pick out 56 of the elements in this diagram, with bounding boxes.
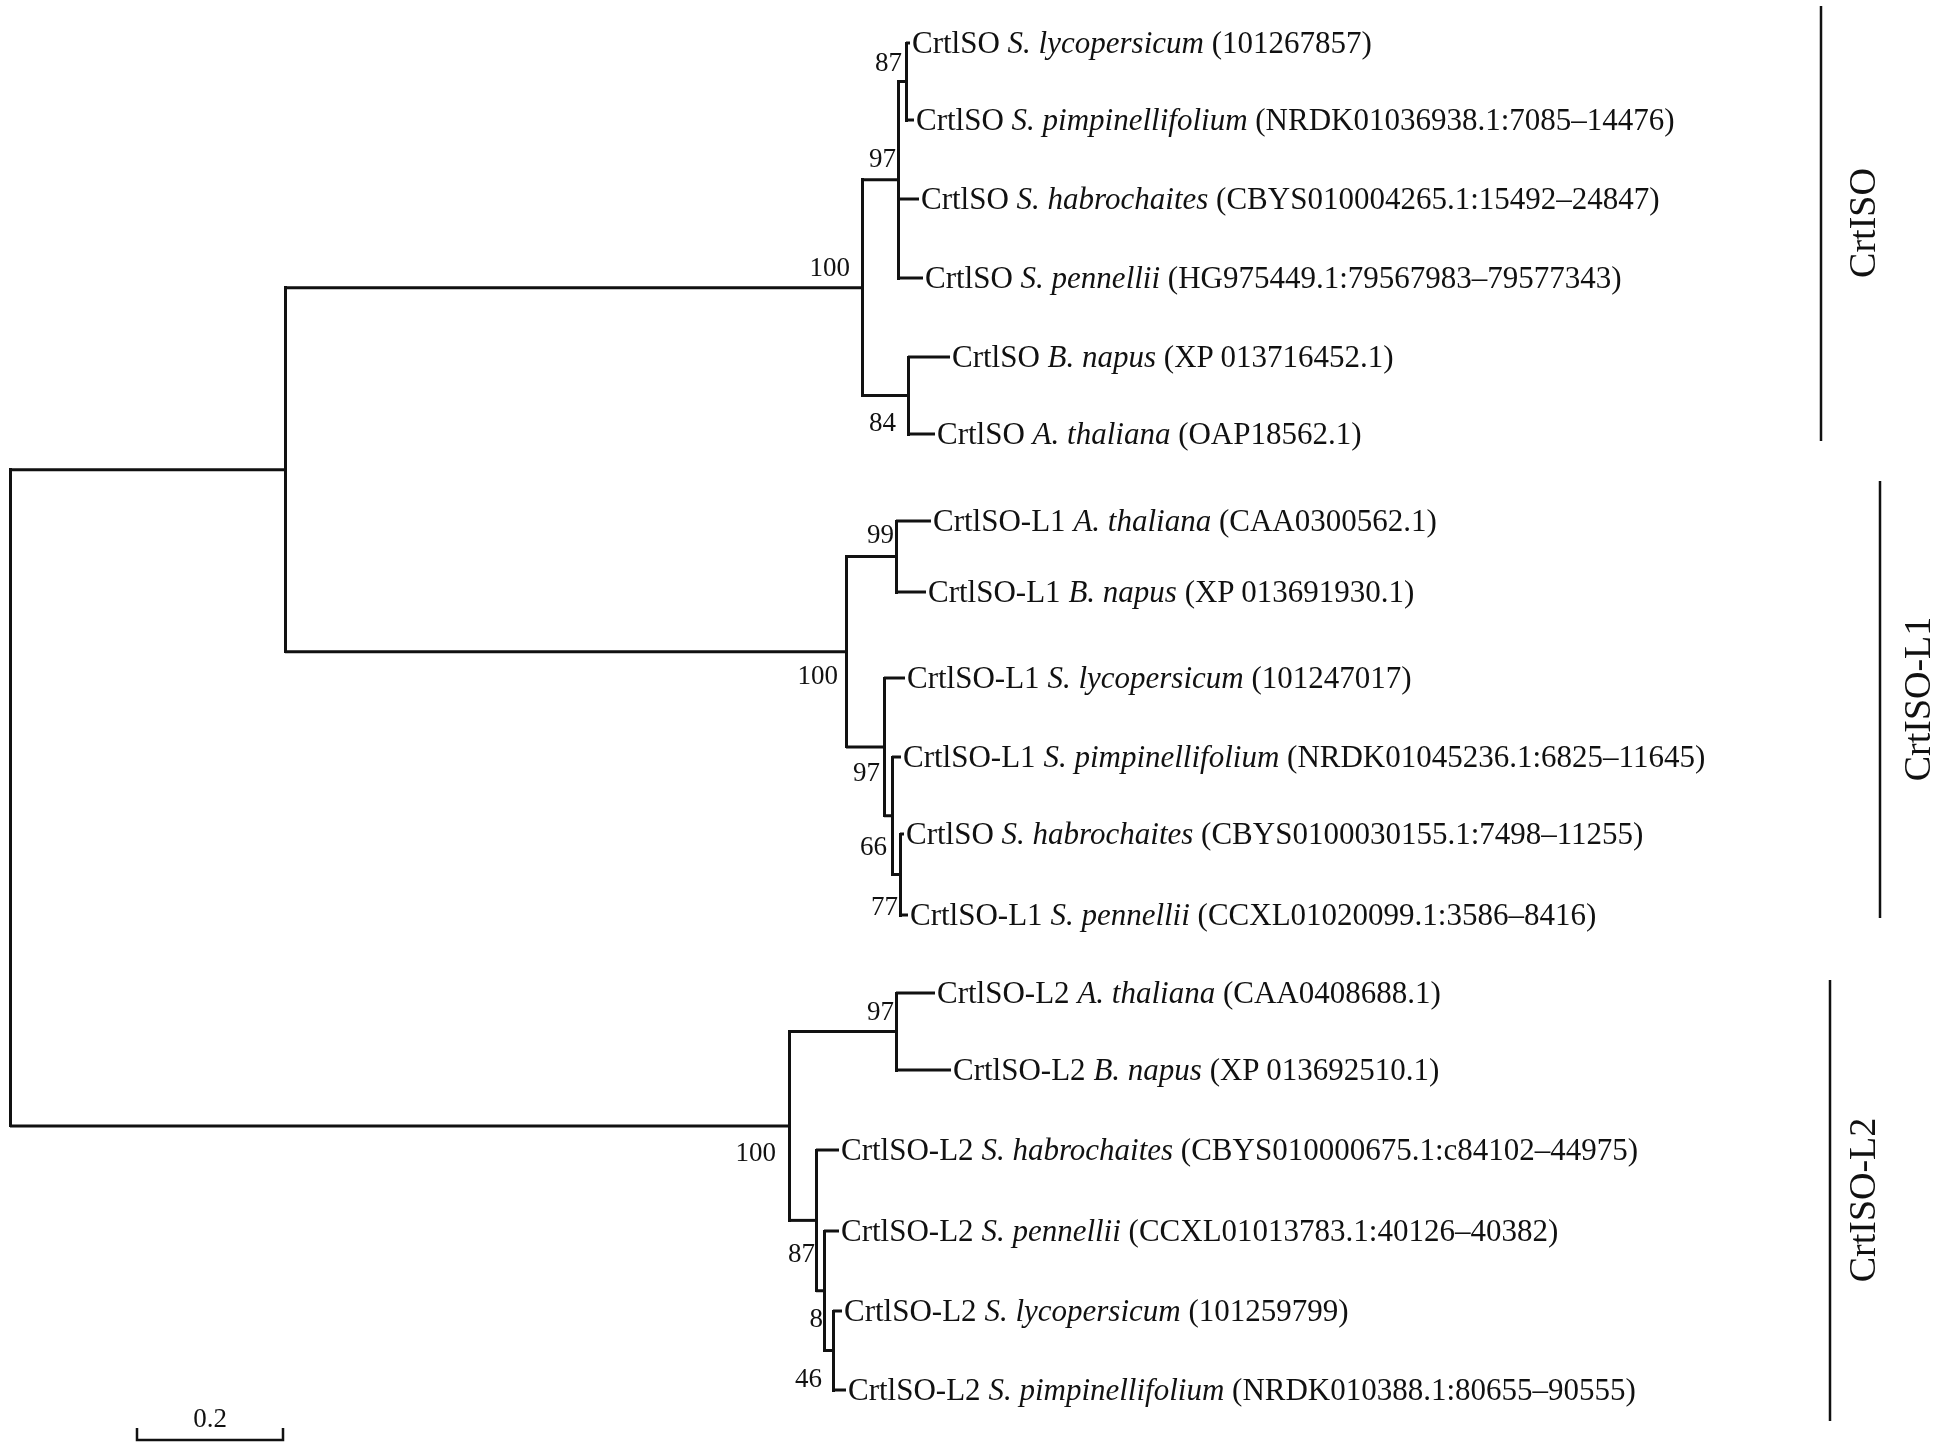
tree-branch (908, 432, 935, 436)
tree-branch (896, 1068, 951, 1072)
tree-branch (896, 519, 931, 523)
bootstrap-value: 87 (875, 47, 902, 77)
bootstrap-value: 97 (853, 757, 880, 787)
bootstrap-value: 100 (809, 252, 850, 282)
tree-branch (10, 468, 285, 472)
taxon-label: CrtlSO-L1 S. lycopersicum (101247017) (907, 659, 1412, 697)
clade-label: CrtISO-L1 (1896, 616, 1938, 782)
tree-branch (846, 745, 884, 749)
tree-branch (908, 355, 950, 359)
taxon-label: CrtlSO S. pennellii (HG975449.1:79567983–79577343) (925, 259, 1622, 297)
bootstrap-value: 99 (867, 519, 894, 549)
bootstrap-value: 8 (809, 1303, 823, 1333)
taxon-label: CrtlSO-L1 B. napus (XP 013691930.1) (928, 573, 1415, 611)
taxon-label: CrtlSO-L1 S. pennellii (CCXL01020099.1:3586–8416) (910, 896, 1597, 934)
taxon-label: CrtlSO-L1 A. thaliana (CAA0300562.1) (933, 502, 1437, 540)
tree-branch (285, 286, 862, 290)
tree-branch (789, 1218, 816, 1222)
tree-branch (896, 991, 935, 995)
bootstrap-value: 77 (871, 891, 898, 921)
bootstrap-value: 100 (735, 1137, 776, 1167)
taxon-label: CrtlSO S. habrochaites (CBYS010004265.1:15492–24847) (921, 180, 1660, 218)
taxon-label: CrtlSO S. lycopersicum (101267857) (912, 24, 1372, 62)
tree-branch (862, 394, 908, 397)
taxon-label: CrtlSO-L2 B. napus (XP 013692510.1) (953, 1051, 1440, 1089)
taxon-label: CrtlSO A. thaliana (OAP18562.1) (937, 415, 1362, 453)
tree-branch (884, 676, 905, 680)
taxon-label: CrtlSO-L2 A. thaliana (CAA0408688.1) (937, 974, 1441, 1012)
bootstrap-value: 84 (869, 407, 896, 437)
bootstrap-value: 46 (795, 1363, 822, 1393)
taxon-label: CrtlSO S. pimpinellifolium (NRDK01036938.1:7085–14476) (916, 101, 1675, 139)
tree-branch (898, 197, 919, 201)
tree-branch (816, 1148, 839, 1152)
tree-branch (789, 1030, 896, 1033)
bootstrap-value: 100 (797, 660, 838, 690)
clade-label: CrtISO (1841, 168, 1883, 278)
tree-branch (10, 1124, 789, 1128)
tree-branch (846, 555, 896, 558)
bootstrap-value: 66 (860, 831, 887, 861)
taxon-label: CrtlSO-L2 S. pennellii (CCXL01013783.1:40126–40382) (841, 1212, 1559, 1250)
tree-branch (896, 590, 926, 594)
bootstrap-value: 97 (867, 996, 894, 1026)
tree-branch (898, 276, 923, 280)
taxon-label: CrtlSO B. napus (XP 013716452.1) (952, 338, 1394, 376)
tree-branch (285, 650, 846, 654)
taxon-label: CrtlSO-L1 S. pimpinellifolium (NRDK01045236.1:6825–11645) (903, 738, 1706, 776)
taxon-label: CrtlSO-L2 S. habrochaites (CBYS010000675.1:c84102–44975) (841, 1131, 1639, 1169)
clade-label: CrtISO-L2 (1841, 1117, 1883, 1283)
taxon-label: CrtlSO S. habrochaites (CBYS0100030155.1:7498–11255) (906, 815, 1644, 853)
taxon-label: CrtlSO-L2 S. pimpinellifolium (NRDK010388.1:80655–90555) (848, 1371, 1636, 1409)
scale-value: 0.2 (193, 1403, 227, 1433)
tree-branch (862, 178, 898, 182)
bootstrap-value: 97 (869, 143, 896, 173)
bootstrap-value: 87 (788, 1238, 815, 1268)
taxon-label: CrtlSO-L2 S. lycopersicum (101259799) (844, 1292, 1349, 1330)
